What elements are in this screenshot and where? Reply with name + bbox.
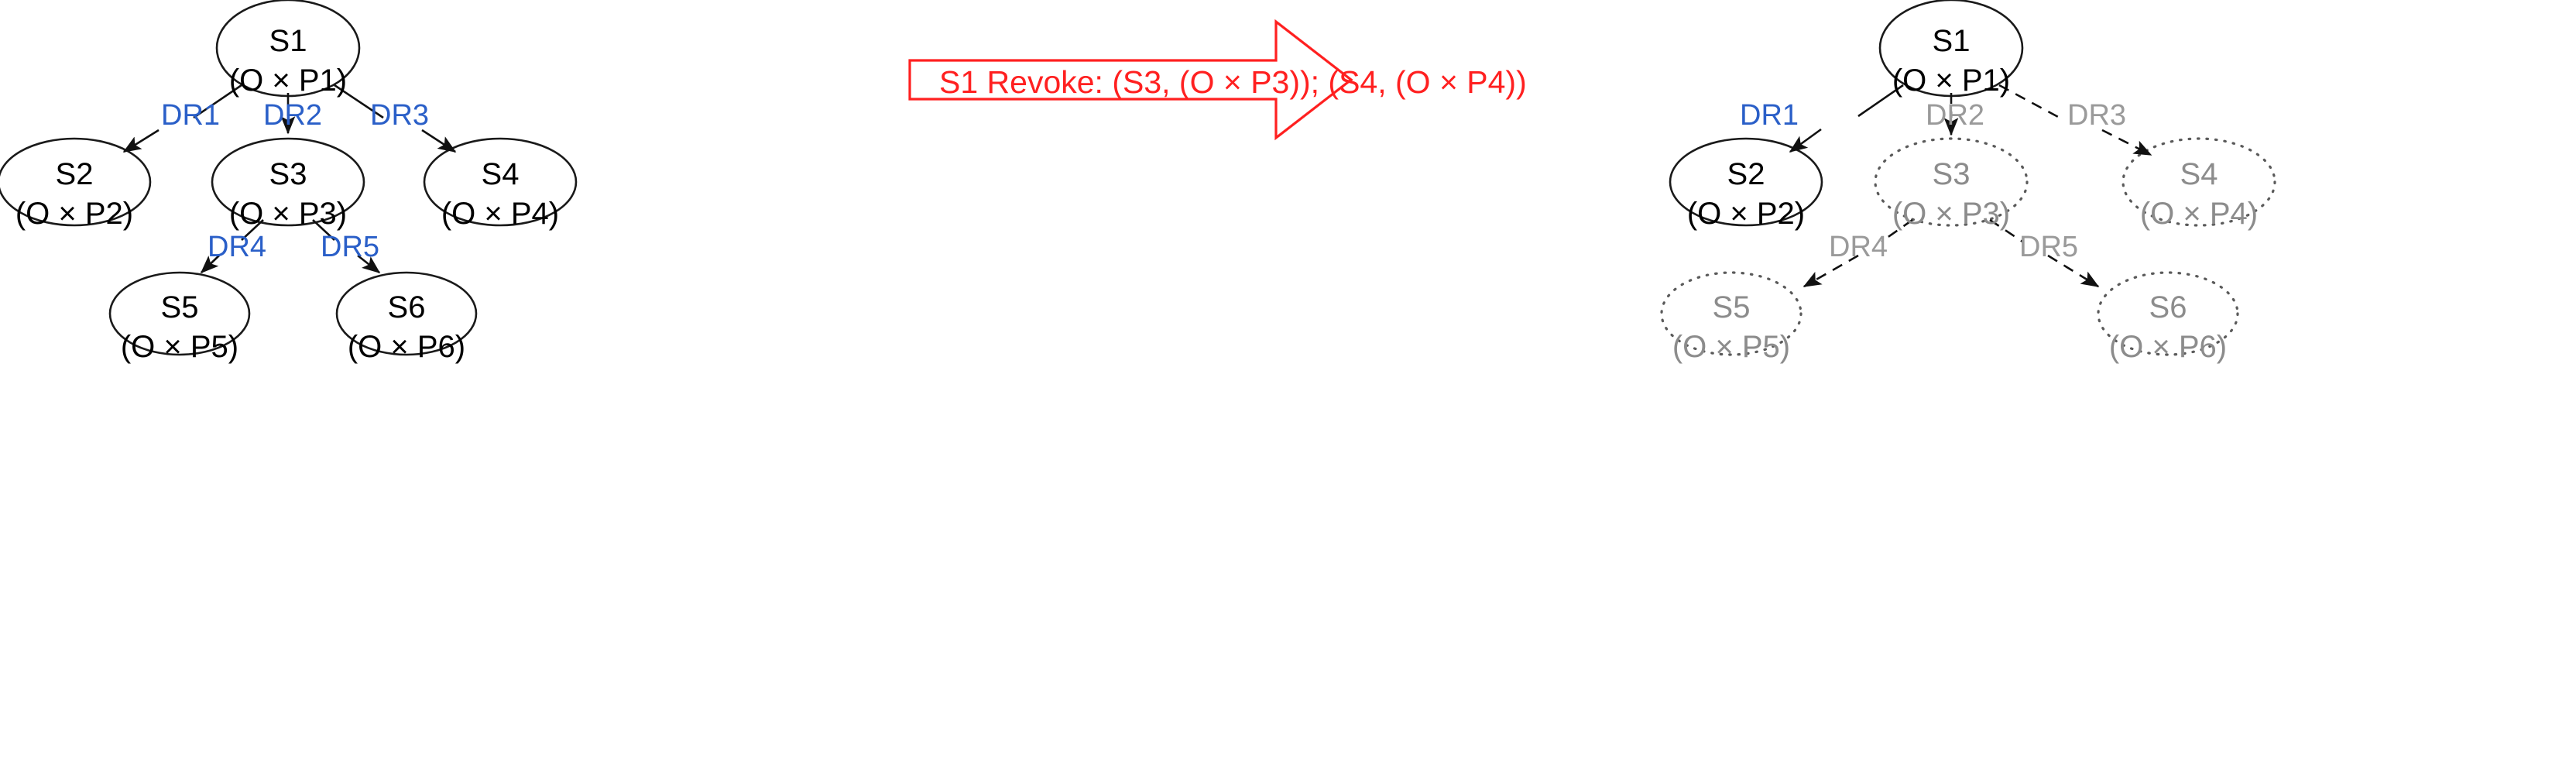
- node-S1-after: [1878, 0, 2024, 98]
- edge-DR5-after-lower: [2047, 254, 2100, 288]
- node-S3-before: [211, 137, 365, 227]
- edge-DR4-before-lower: [200, 255, 220, 274]
- node-S3-after: [1874, 137, 2029, 227]
- node-S4-before: [423, 137, 578, 227]
- revoke-arrow-shape: [908, 19, 1353, 141]
- edge-DR4-before-upper: [241, 219, 264, 241]
- edge-DR3-before-upper: [334, 84, 384, 119]
- node-S2-before: [0, 137, 152, 227]
- edge-DR3-after-lower: [2101, 129, 2152, 156]
- revoke-transition-arrow: [908, 19, 1353, 141]
- edge-DR4-after-upper: [1881, 218, 1913, 243]
- edge-DR5-before-lower: [357, 254, 381, 274]
- before-revocation-tree: [0, 0, 578, 356]
- edge-DR1-after-upper: [1857, 84, 1904, 118]
- node-S6-after: [2097, 271, 2239, 356]
- edge-DR1-before-upper: [193, 84, 242, 119]
- edge-DR1-after-lower: [1789, 128, 1822, 153]
- after-revocation-tree: [1660, 0, 2276, 356]
- edge-DR4-after-lower: [1803, 254, 1859, 288]
- edge-DR3-before-lower: [421, 129, 457, 153]
- edge-DR3-after-upper: [1998, 84, 2060, 119]
- node-S6-before: [335, 271, 478, 356]
- node-S2-after: [1669, 137, 1823, 227]
- node-S5-before: [108, 271, 251, 356]
- edge-DR5-after-upper: [1989, 218, 2023, 243]
- node-S4-after: [2122, 137, 2276, 227]
- node-S1-before: [215, 0, 361, 98]
- edge-DR1-before-lower: [122, 129, 159, 153]
- edge-DR5-before-upper: [312, 219, 335, 241]
- node-S5-after: [1660, 271, 1803, 356]
